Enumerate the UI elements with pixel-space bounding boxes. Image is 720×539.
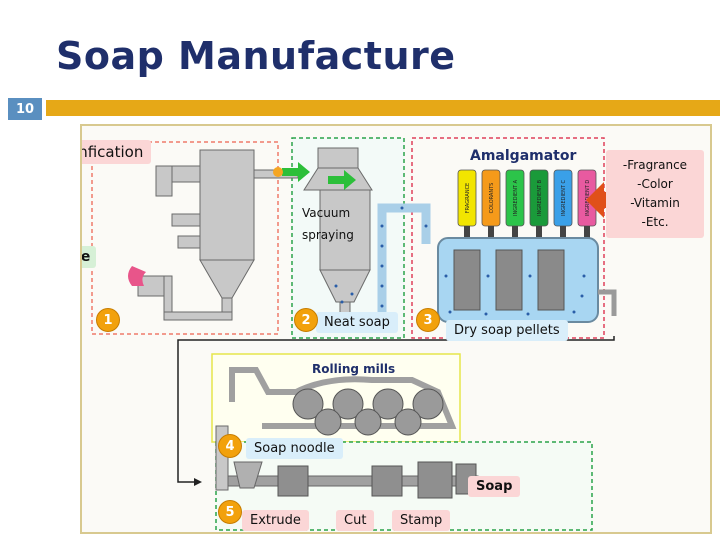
saponification-tank [137, 149, 299, 321]
tank-label: INGREDIENT B [537, 179, 543, 216]
dry-soap-pellets-label: Dry soap pellets [446, 320, 568, 341]
vacuum-label-1: Vacuum [302, 206, 351, 220]
amalgamator-label: Amalgamator [470, 148, 577, 164]
glyceride-outlet [128, 266, 146, 286]
cutter [371, 465, 403, 497]
stage1-box [91, 141, 279, 335]
rolling-mill-rollers [292, 388, 444, 436]
extrude-label: Extrude [242, 510, 309, 531]
soap-label: Soap [468, 476, 521, 497]
stamp-label: Stamp [392, 510, 451, 531]
diagram-drawing: FRAGRANCE COLORANTS INGREDIENT A INGREDIENT… [91, 137, 618, 531]
additive-etc: -Etc. [641, 215, 669, 229]
green-arrow-1 [282, 162, 310, 182]
tank-label: INGREDIENT C [561, 179, 567, 216]
flow-line [177, 336, 615, 483]
tank-label: COLORANTS [489, 183, 495, 214]
additive-vitamin: -Vitamin [630, 196, 680, 210]
vacuum-spray-tower [303, 147, 373, 317]
step-3-badge: 3 [416, 308, 440, 332]
tank-ingredient-b: INGREDIENT B [529, 169, 549, 240]
slide-title: Soap Manufacture [56, 34, 456, 78]
green-arrow-2 [328, 170, 356, 190]
rolling-mills-label: Rolling mills [312, 362, 396, 376]
step-5-badge: 5 [218, 500, 242, 524]
step-2-badge: 2 [294, 308, 318, 332]
ingredient-tanks: FRAGRANCE COLORANTS INGREDIENT A INGREDIENT… [457, 169, 597, 240]
tank-colorants: COLORANTS [481, 169, 501, 240]
additive-color: -Color [637, 177, 673, 191]
accent-bar [46, 100, 720, 116]
process-diagram: FRAGRANCE COLORANTS INGREDIENT A INGREDIENT… [80, 124, 712, 534]
orange-arrow [586, 182, 618, 218]
additives-list: -Fragrance -Color -Vitamin -Etc. [606, 150, 704, 238]
glyceride-label: Glyceride [82, 246, 97, 268]
extruder-hopper [233, 461, 263, 489]
cut-label: Cut [336, 510, 375, 531]
sponfication-label: Sponfication [82, 140, 152, 164]
neat-soap-label: Neat soap [316, 312, 398, 333]
tank-label: INGREDIENT A [513, 179, 519, 216]
step-1-badge: 1 [96, 308, 120, 332]
tank-fragrance: FRAGRANCE [457, 169, 477, 240]
tank-ingredient-a: INGREDIENT A [505, 169, 525, 240]
slide-number: 10 [8, 98, 42, 120]
stamper [417, 461, 453, 499]
tank-label: INGREDIENT D [585, 180, 591, 217]
vacuum-label-2: spraying [302, 228, 354, 242]
soap-noodle-label: Soap noodle [246, 438, 343, 459]
additive-fragrance: -Fragrance [622, 158, 688, 172]
tank-ingredient-c: INGREDIENT C [553, 169, 573, 240]
tank-label: FRAGRANCE [465, 183, 471, 213]
step-4-badge: 4 [218, 434, 242, 458]
